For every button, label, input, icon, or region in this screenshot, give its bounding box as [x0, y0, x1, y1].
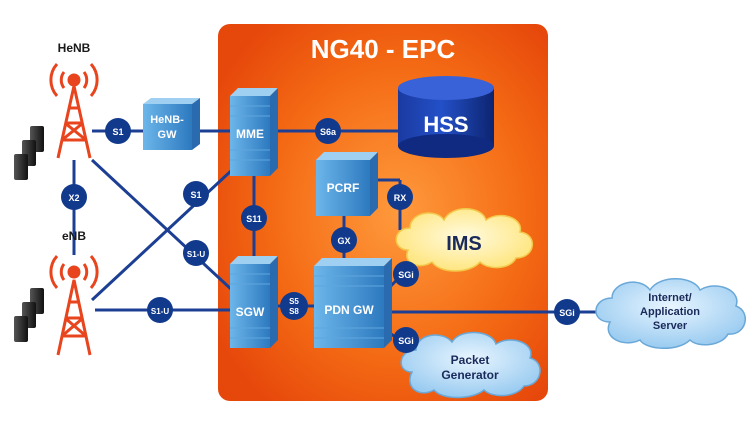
badge-s5s8-label-1: S5: [289, 297, 299, 306]
badge-sgi-ims-label: SGi: [398, 270, 414, 280]
badge-sgi-packet: SGi: [393, 327, 419, 353]
henb-gw-label-1: HeNB-: [150, 114, 184, 126]
ims-label: IMS: [446, 233, 482, 255]
enb-label: eNB: [62, 229, 86, 243]
badge-s1-henb-label: S1: [112, 127, 123, 137]
internet-label-3: Server: [653, 320, 688, 332]
badge-s5s8-label-2: S8: [289, 307, 299, 316]
badge-s1u-cross-label: S1-U: [187, 250, 205, 259]
badge-rx: RX: [387, 184, 413, 210]
interface-badges: S1 X2 S1 S1-U S1-U S11 S6a RX: [61, 118, 580, 353]
badge-sgi-internet-label: SGi: [559, 308, 575, 318]
henb-label: HeNB: [58, 41, 91, 55]
packet-generator-label-1: Packet: [451, 353, 490, 367]
internet-cloud-icon: Internet/ Application Server: [595, 278, 746, 349]
hss-database-icon: HSS: [398, 76, 494, 158]
badge-s1u-cross: S1-U: [183, 240, 209, 266]
henb-gw-label-2: GW: [158, 129, 178, 141]
epc-title: NG40 - EPC: [311, 34, 456, 64]
badge-s1-enb: S1: [183, 181, 209, 207]
badge-s1-enb-label: S1: [190, 190, 201, 200]
badge-s5s8: S5 S8: [280, 292, 308, 320]
pcrf-server: PCRF: [316, 152, 378, 216]
badge-sgi-ims: SGi: [393, 261, 419, 287]
mme-server: MME: [230, 88, 278, 176]
packet-generator-cloud-icon: Packet Generator: [400, 331, 541, 399]
badge-sgi-internet: SGi: [554, 299, 580, 325]
sgw-label: SGW: [236, 305, 265, 319]
badge-sgi-packet-label: SGi: [398, 336, 414, 346]
henb-tower-icon: [49, 63, 99, 159]
pdn-gw-label: PDN GW: [324, 303, 374, 317]
user-devices-bottom-icon: [14, 288, 44, 342]
internet-label-1: Internet/: [648, 292, 691, 304]
hss-label: HSS: [423, 112, 468, 137]
badge-x2: X2: [61, 184, 87, 210]
badge-s11: S11: [241, 205, 267, 231]
badge-s6a-label: S6a: [320, 127, 337, 137]
henb-gw-server: HeNB- GW: [143, 98, 200, 150]
pdn-gw-server: PDN GW: [314, 258, 392, 348]
internet-label-2: Application: [640, 306, 700, 318]
badge-gx: GX: [331, 227, 357, 253]
enb-tower-icon: [49, 255, 99, 356]
ims-cloud-icon: IMS: [395, 208, 533, 272]
user-devices-top-icon: [14, 126, 44, 180]
badge-s11-label: S11: [246, 214, 262, 224]
badge-s1u-enb-label: S1-U: [151, 307, 169, 316]
mme-label: MME: [236, 127, 264, 141]
sgw-server: SGW: [230, 256, 278, 348]
badge-s1-henb: S1: [105, 118, 131, 144]
packet-generator-label-2: Generator: [441, 368, 499, 382]
badge-s6a: S6a: [315, 118, 341, 144]
pcrf-label: PCRF: [327, 181, 360, 195]
badge-s1u-enb: S1-U: [147, 297, 173, 323]
badge-gx-label: GX: [337, 236, 350, 246]
badge-rx-label: RX: [394, 193, 407, 203]
badge-x2-label: X2: [68, 193, 79, 203]
